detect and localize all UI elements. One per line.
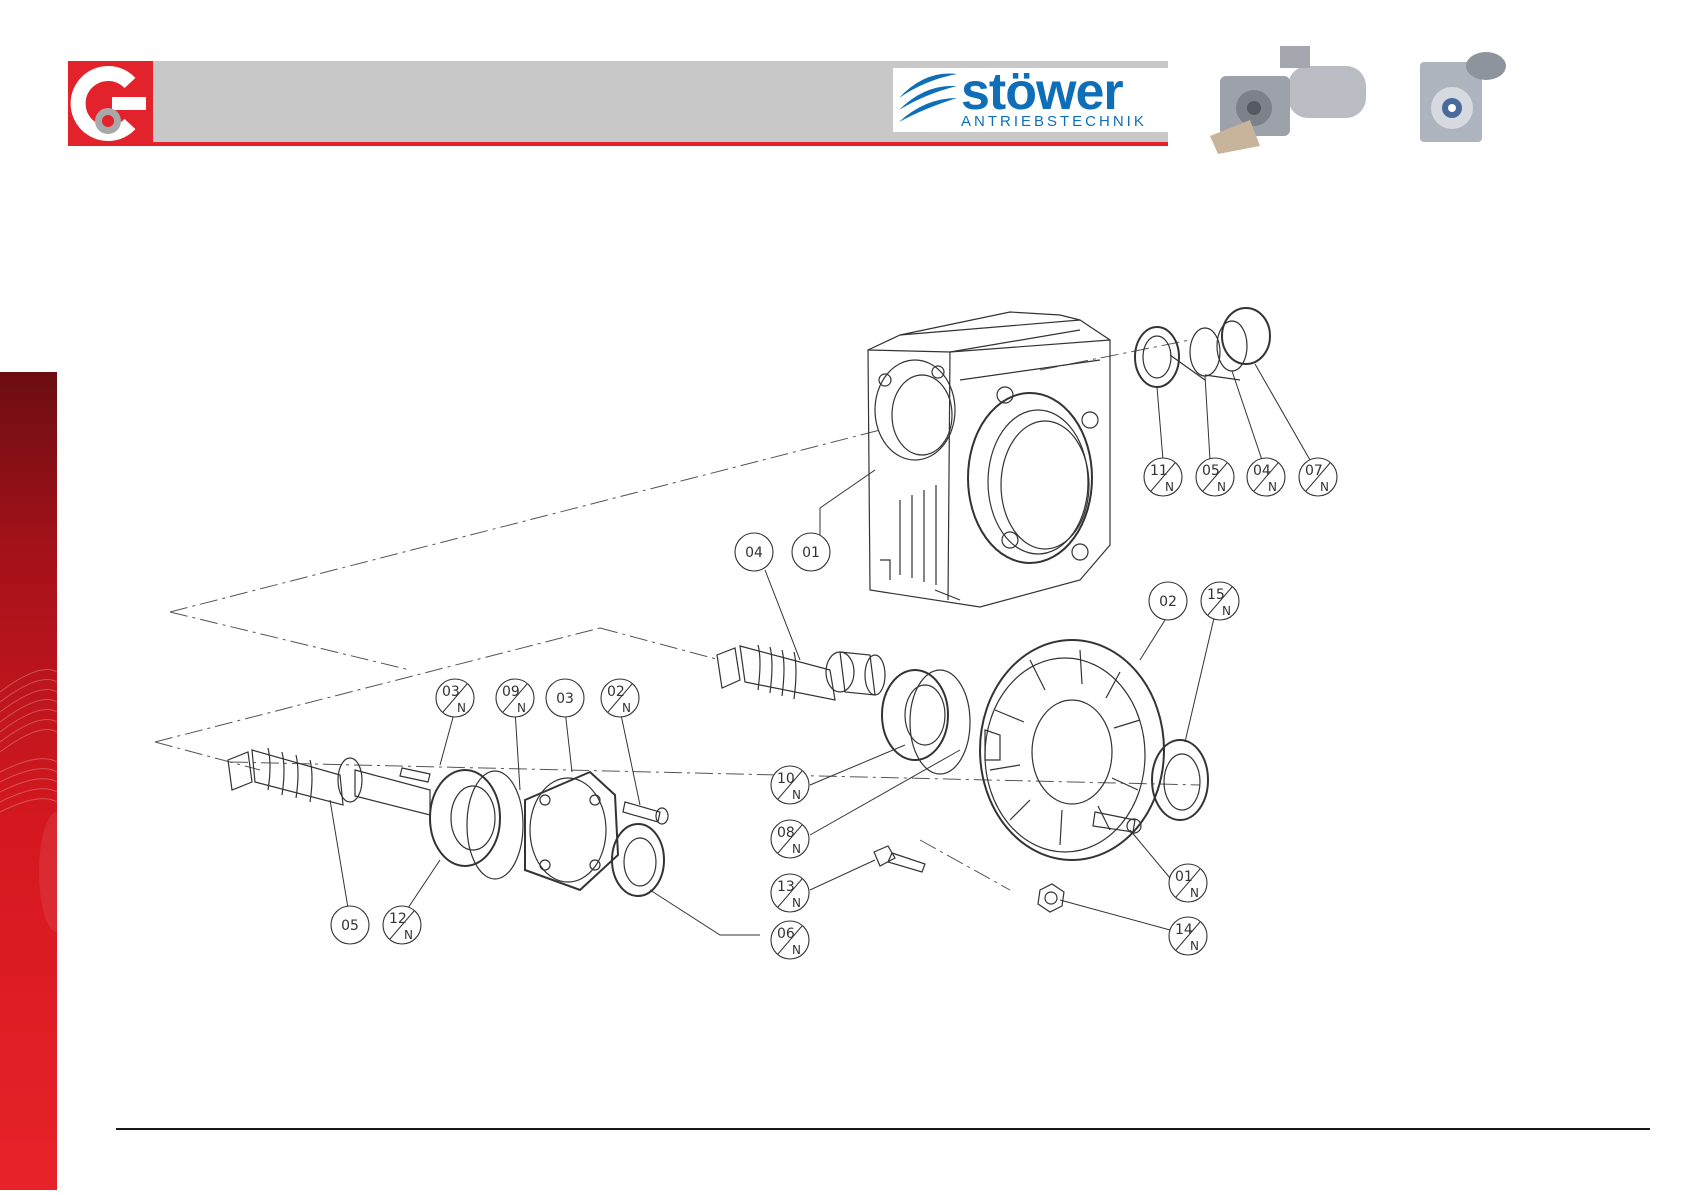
callout-code: 06 <box>777 926 795 942</box>
callout-suffix: N <box>457 701 466 715</box>
callout-suffix: N <box>1320 480 1329 494</box>
callout-01: 01 <box>792 533 830 571</box>
callout-code: 08 <box>777 825 795 841</box>
callout-code: 15 <box>1207 587 1225 603</box>
hex-nut <box>1038 884 1064 912</box>
output-bearing-set <box>1135 308 1270 387</box>
callout-15-n: N15 <box>1201 582 1239 620</box>
flange-screw <box>1093 812 1141 833</box>
callout-code: 03 <box>556 691 574 707</box>
callout-03: 03 <box>546 679 584 717</box>
callout-02: 02 <box>1149 582 1187 620</box>
callout-suffix: N <box>1190 886 1199 900</box>
callout-suffix: N <box>1165 480 1174 494</box>
callout-02-n: N02 <box>601 679 639 717</box>
callout-code: 11 <box>1150 463 1168 479</box>
callout-code: 07 <box>1305 463 1323 479</box>
callout-03-n: N03 <box>436 679 474 717</box>
callout-suffix: N <box>792 896 801 910</box>
callout-code: 03 <box>442 684 460 700</box>
callout-14-n: N14 <box>1169 917 1207 955</box>
gearbox-housing <box>868 312 1110 607</box>
callout-10-n: N10 <box>771 766 809 804</box>
callout-04-n: N04 <box>1247 458 1285 496</box>
callout-08-n: N08 <box>771 820 809 858</box>
callout-05: 05 <box>331 906 369 944</box>
motor-flange <box>980 640 1164 860</box>
worm-shaft-upper <box>717 645 885 700</box>
callout-13-n: N13 <box>771 874 809 912</box>
callout-suffix: N <box>622 701 631 715</box>
callout-suffix: N <box>1222 604 1231 618</box>
callout-05-n: N05 <box>1196 458 1234 496</box>
callout-12-n: N12 <box>383 906 421 944</box>
callout-code: 05 <box>1202 463 1220 479</box>
callout-suffix: N <box>792 842 801 856</box>
callout-code: 09 <box>502 684 520 700</box>
callout-suffix: N <box>792 943 801 957</box>
callout-suffix: N <box>517 701 526 715</box>
callout-11-n: N11 <box>1144 458 1182 496</box>
worm-shaft-lower <box>228 748 430 815</box>
cap-screw <box>623 802 668 824</box>
callout-code: 02 <box>1159 594 1177 610</box>
input-bearing-lower <box>430 770 523 879</box>
callout-06-n: N06 <box>771 921 809 959</box>
callout-suffix: N <box>1190 939 1199 953</box>
callout-code: 04 <box>1253 463 1271 479</box>
input-bearing-upper <box>882 670 970 774</box>
callout-code: 12 <box>389 911 407 927</box>
callout-01-n: N01 <box>1169 864 1207 902</box>
callout-code: 01 <box>802 545 820 561</box>
oil-seal-left <box>612 824 664 896</box>
callout-code: 04 <box>745 545 763 561</box>
hex-bolt <box>874 846 925 872</box>
guide-lines <box>155 340 1200 890</box>
callout-suffix: N <box>1268 480 1277 494</box>
callout-code: 05 <box>341 918 359 934</box>
callout-code: 14 <box>1175 922 1193 938</box>
callout-code: 01 <box>1175 869 1193 885</box>
callout-code: 10 <box>777 771 795 787</box>
callout-suffix: N <box>404 928 413 942</box>
footer-rule <box>116 1128 1650 1130</box>
callout-code: 02 <box>607 684 625 700</box>
key <box>400 768 430 782</box>
callout-code: 13 <box>777 879 795 895</box>
callout-04: 04 <box>735 533 773 571</box>
callout-suffix: N <box>792 788 801 802</box>
callout-07-n: N07 <box>1299 458 1337 496</box>
callout-09-n: N09 <box>496 679 534 717</box>
callout-suffix: N <box>1217 480 1226 494</box>
bearing-cover <box>525 772 618 890</box>
